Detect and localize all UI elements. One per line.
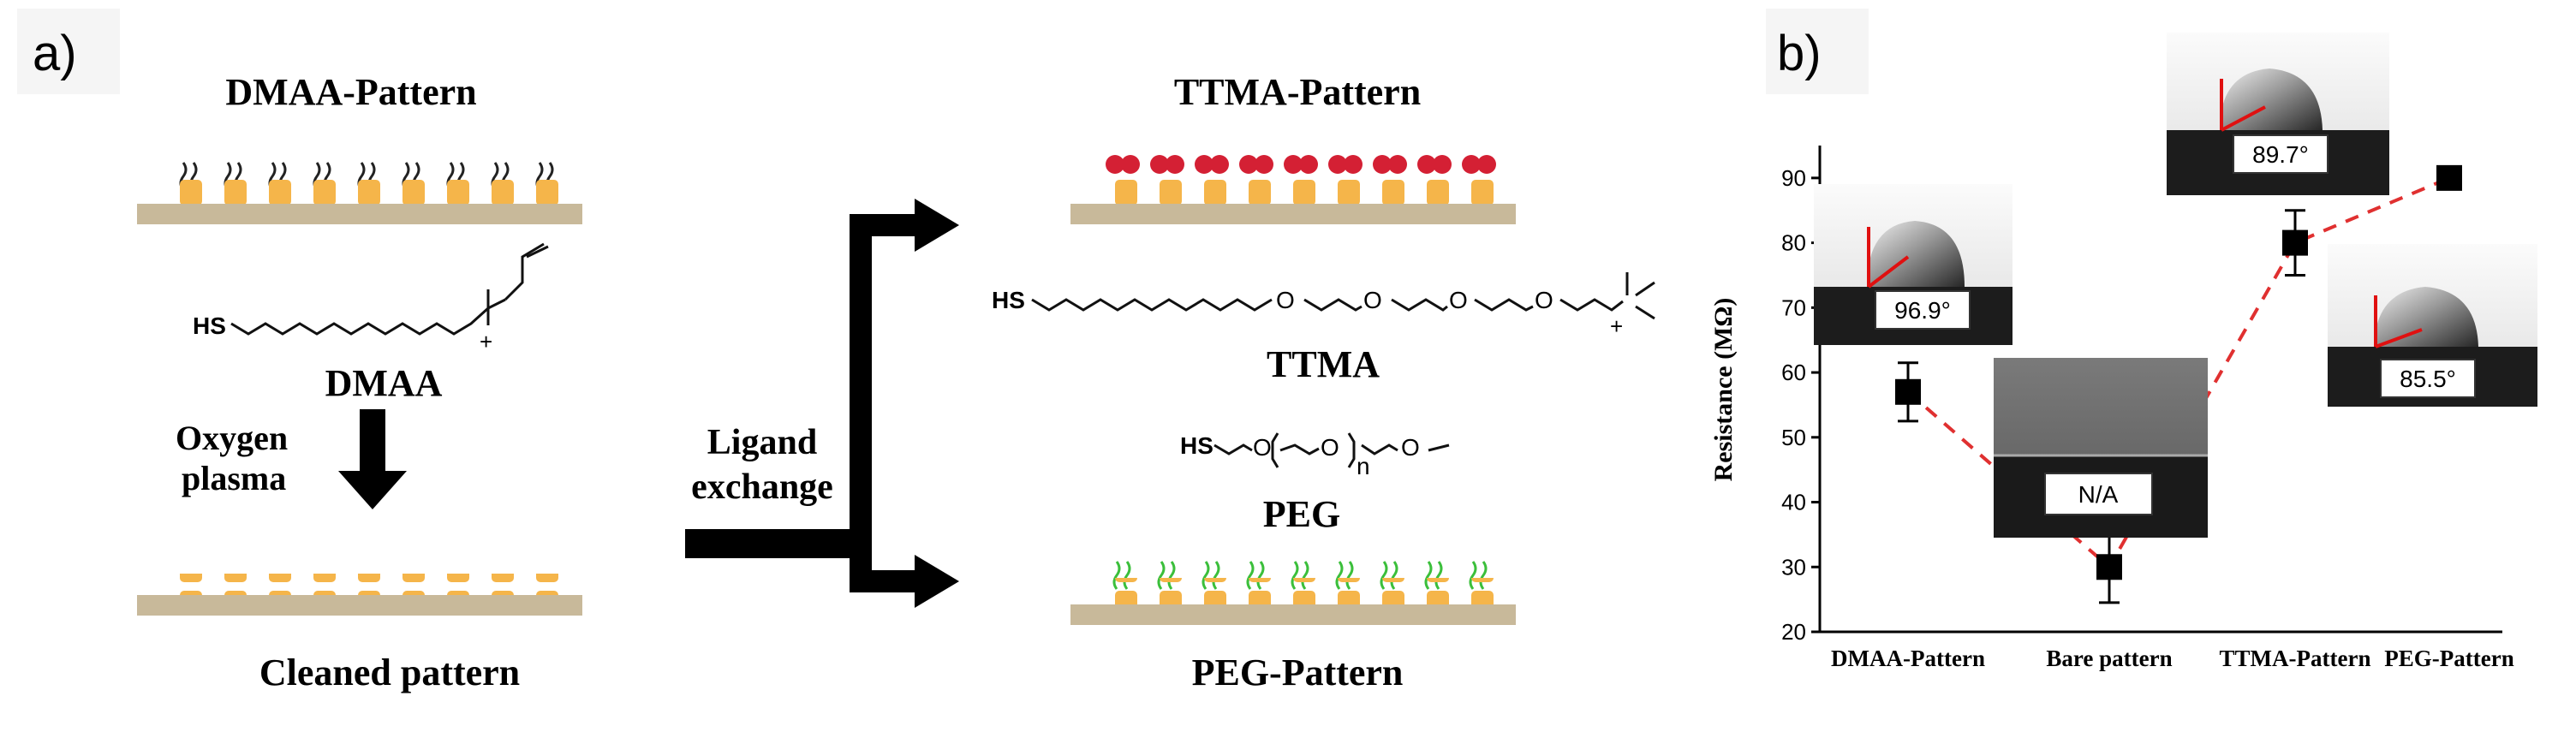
x-tick-label: PEG-Pattern bbox=[2384, 646, 2513, 671]
ttma-o2: O bbox=[1363, 287, 1382, 313]
inset-peg-photo: 85.5° bbox=[2328, 244, 2537, 407]
data-point bbox=[2436, 164, 2462, 191]
data-marker bbox=[2282, 229, 2308, 256]
inset-peg-angle: 85.5° bbox=[2400, 366, 2456, 392]
oxygen-plasma-line1: Oxygen bbox=[176, 419, 288, 457]
data-marker bbox=[2436, 164, 2462, 191]
ttma-pattern-title: TTMA-Pattern bbox=[1174, 71, 1421, 113]
dmaa-charge: + bbox=[480, 329, 492, 354]
peg-o3: O bbox=[1401, 434, 1420, 461]
ttma-thiol: HS bbox=[992, 287, 1025, 313]
data-marker bbox=[1895, 378, 1921, 405]
inset-dmaa-photo: 96.9° bbox=[1814, 184, 2012, 345]
inset-ttma-photo: 89.7° bbox=[2167, 33, 2389, 195]
y-tick-label: 60 bbox=[1781, 360, 1806, 385]
ligand-exchange-line2: exchange bbox=[691, 467, 833, 507]
y-tick-label: 50 bbox=[1781, 425, 1806, 450]
cleaned-pattern-title: Cleaned pattern bbox=[259, 652, 520, 693]
inset-dmaa-angle: 96.9° bbox=[1894, 297, 1951, 324]
dmaa-nanoparticles bbox=[176, 171, 578, 205]
ttma-red-ligands bbox=[1106, 155, 1496, 174]
ttma-nanoparticles bbox=[1112, 176, 1514, 205]
ligand-exchange-line1: Ligand bbox=[707, 423, 817, 462]
peg-molecule bbox=[1213, 432, 1450, 468]
data-point bbox=[1895, 361, 1921, 423]
inset-bare-angle: N/A bbox=[2078, 481, 2119, 508]
peg-repeat-n: n bbox=[1357, 453, 1370, 479]
data-point bbox=[2282, 209, 2308, 277]
y-axis-title: Resistance (MΩ) bbox=[1709, 298, 1738, 482]
peg-pattern-title: PEG-Pattern bbox=[1192, 652, 1404, 693]
x-tick-label: Bare pattern bbox=[2046, 646, 2172, 671]
peg-thiol: HS bbox=[1180, 432, 1213, 459]
inset-ttma-angle: 89.7° bbox=[2252, 141, 2309, 168]
dmaa-pattern-title: DMAA-Pattern bbox=[225, 71, 476, 113]
y-ticks: 20 30 40 50 60 70 80 90 bbox=[1781, 165, 1820, 645]
inset-bare-photo: N/A bbox=[1994, 358, 2208, 538]
peg-substrate bbox=[1070, 604, 1516, 625]
oxygen-plasma-arrow bbox=[338, 409, 407, 509]
peg-nanoparticles bbox=[1112, 578, 1514, 608]
panel-label-bg bbox=[17, 9, 120, 94]
dmaa-thiol: HS bbox=[193, 312, 226, 339]
ttma-o4: O bbox=[1535, 287, 1553, 313]
data-marker bbox=[2096, 554, 2122, 580]
ttma-o1: O bbox=[1276, 287, 1295, 313]
panel-b-label: b) bbox=[1777, 26, 1822, 81]
panel-b: b) Resistance (MΩ) 20 30 40 50 60 70 80 90 DMAA… bbox=[1709, 9, 2537, 671]
y-tick-label: 80 bbox=[1781, 230, 1806, 256]
dmaa-label: DMAA bbox=[325, 362, 443, 404]
ligand-exchange-arrow bbox=[685, 199, 959, 608]
oxygen-plasma-line2: plasma bbox=[182, 459, 286, 497]
y-tick-label: 70 bbox=[1781, 295, 1806, 320]
peg-label: PEG bbox=[1263, 493, 1340, 535]
panel-a-label: a) bbox=[33, 26, 77, 81]
peg-o2: O bbox=[1321, 434, 1339, 461]
data-point bbox=[2096, 530, 2122, 604]
x-tick-label: DMAA-Pattern bbox=[1831, 646, 1985, 671]
y-tick-label: 20 bbox=[1781, 619, 1806, 645]
x-ticks: DMAA-Pattern Bare pattern TTMA-Pattern PEG-… bbox=[1831, 646, 2514, 671]
cleaned-substrate bbox=[137, 595, 582, 616]
ttma-molecule bbox=[1031, 272, 1655, 320]
data-points bbox=[1895, 164, 2462, 604]
y-tick-label: 30 bbox=[1781, 554, 1806, 580]
y-tick-label: 90 bbox=[1781, 165, 1806, 191]
peg-o1: O bbox=[1253, 434, 1272, 461]
ttma-o3: O bbox=[1449, 287, 1468, 313]
y-tick-label: 40 bbox=[1781, 490, 1806, 515]
ttma-substrate bbox=[1070, 204, 1516, 224]
ttma-charge: + bbox=[1610, 313, 1623, 339]
panel-b-label-bg bbox=[1766, 9, 1869, 94]
x-tick-label: TTMA-Pattern bbox=[2220, 646, 2371, 671]
dmaa-substrate bbox=[137, 204, 582, 224]
ttma-label: TTMA bbox=[1267, 343, 1380, 385]
panel-a: a) DMAA-Pattern HS + DMAA bbox=[17, 9, 1655, 693]
dmaa-molecule: HS + bbox=[193, 242, 549, 354]
